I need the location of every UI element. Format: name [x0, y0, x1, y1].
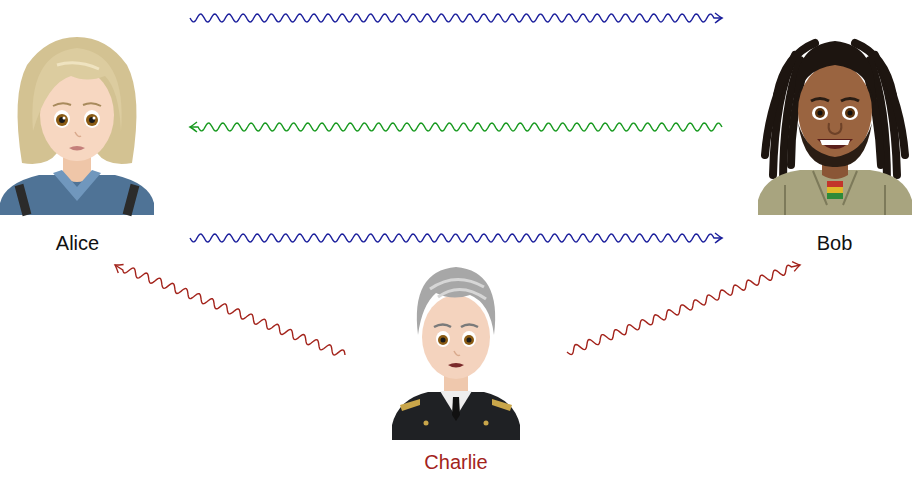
bob-avatar	[758, 41, 912, 215]
signal-arrow	[190, 14, 722, 22]
alice-avatar	[0, 37, 154, 215]
charlie-avatar	[392, 267, 520, 440]
signal-arrow	[567, 265, 800, 355]
signal-arrow	[190, 123, 722, 131]
person-name: Charlie	[424, 451, 487, 473]
person-name: Bob	[817, 232, 853, 254]
person-node: Charlie	[350, 258, 562, 477]
signal-arrow	[190, 234, 722, 242]
person-name: Alice	[56, 232, 99, 254]
signal-arrow	[115, 265, 345, 355]
person-node: Bob	[727, 8, 912, 260]
person-node: Alice	[0, 8, 185, 260]
